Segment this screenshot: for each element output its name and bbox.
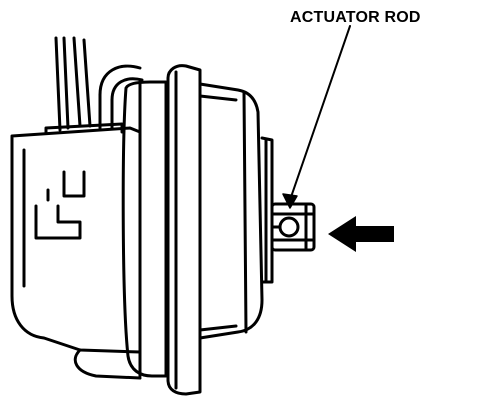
housing-shell bbox=[121, 80, 168, 378]
callout-label: ACTUATOR ROD bbox=[290, 9, 421, 26]
housing-flange bbox=[166, 64, 202, 396]
connector-body bbox=[10, 122, 142, 380]
arrow-left-icon bbox=[328, 216, 394, 252]
callout-leader bbox=[282, 25, 351, 209]
actuator-rod bbox=[270, 202, 316, 252]
vacuum-hoses bbox=[54, 36, 144, 132]
housing-cover bbox=[198, 82, 264, 340]
